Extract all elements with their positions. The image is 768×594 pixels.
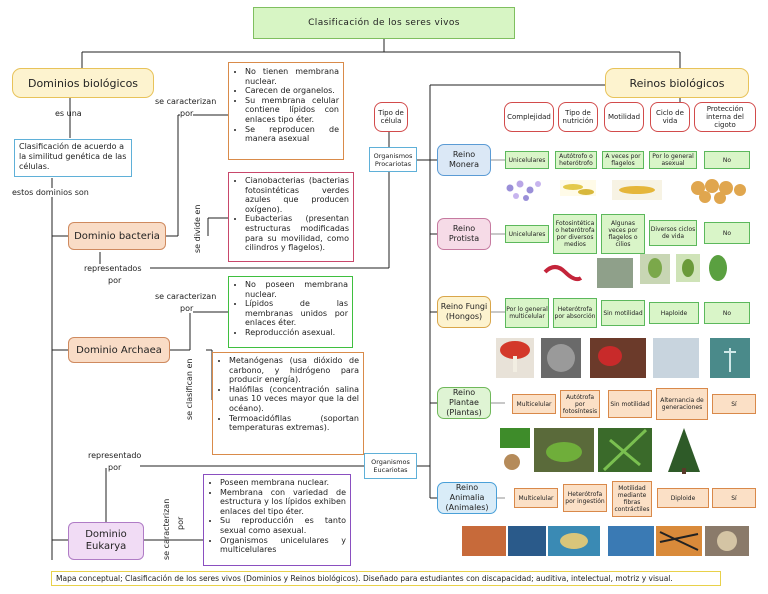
protista-nutricion: Fotosintética o heterótrofa por diversos… [553,214,597,254]
header-proteccion-cigoto: Protección interna del cigoto [694,102,756,132]
archaea-caract-3: Reproducción asexual. [245,328,348,338]
reino-plantae: Reino Plantae (Plantas) [437,387,491,419]
monera-motilidad: A veces por flagelos [602,151,644,169]
archaea-clase-2: Halófilas (concentración salina unas 10 … [229,385,359,414]
archaea-caract-1: No poseen membrana nuclear. [245,280,348,299]
protista-complejidad: Unicelulares [505,225,549,243]
page-title: Clasificación de los seres vivos [253,7,515,39]
bacteria-se-caracterizan: se caracterizan [155,97,217,106]
animalia-proteccion: Sí [712,488,756,508]
reino-protista: Reino Protista [437,218,491,250]
reino-monera: Reino Monera [437,144,491,176]
protista-ciclo: Diversos ciclos de vida [649,220,697,246]
bacteria-caract-4: Se reproducen de manera asexual [245,125,339,144]
estos-dominios-label: estos dominios son [12,188,89,197]
plantae-complejidad: Multicelular [512,394,556,414]
footer-caption: Mapa conceptual; Clasificación de los se… [51,571,721,586]
archaea-por: por [180,304,194,313]
bacteria-caract-2: Carecen de organelos. [245,86,339,96]
bacteria-caract-1: No tienen membrana nuclear. [245,67,339,86]
archaea-clases: Metanógenas (usa dióxido de carbono, y h… [212,352,364,455]
archaea-clase-3: Termoacidófilas (soportan temperaturas e… [229,414,359,433]
header-tipo-nutricion: Tipo de nutrición [558,102,598,132]
representados-por-label: por [108,276,122,285]
monera-complejidad: Unicelulares [505,151,549,169]
eukarya-representado-label: representado [88,451,142,460]
eukarya-caract-3: Su reproducción es tanto sexual como ase… [220,516,346,535]
eukarya-caract-2: Membrana con variedad de estructura y lo… [220,488,346,517]
eukarya-caracteristicas: Poseen membrana nuclear. Membrana con va… [203,474,351,566]
eukarya-caract-4: Organismos unicelulares y multicelulares [220,536,346,555]
dominios-header: Dominios biológicos [12,68,154,98]
protista-motilidad: Algunas veces por flagelos o cilios [601,214,645,254]
bacteria-caracteristicas: No tienen membrana nuclear. Carecen de o… [228,62,344,160]
animalia-ciclo: Diploide [657,488,709,508]
se-clasifican-en-label: se clasifican en [185,358,194,421]
plantae-motilidad: Sin motilidad [608,390,652,418]
tipo-celula-header: Tipo de célula [374,102,408,132]
bacteria-divisiones: Cianobacterias (bacterias fotosintéticas… [228,172,354,262]
archaea-se-caracterizan: se caracterizan [155,292,217,301]
bacteria-caract-3: Su membrana celular contiene lípidos con… [245,96,339,125]
header-complejidad: Complejidad [504,102,554,132]
eukarya-por2: por [176,516,185,530]
bacteria-division-1: Cianobacterias (bacterias fotosintéticas… [245,176,349,214]
reinos-header: Reinos biológicos [605,68,749,98]
representados-label: representados [84,264,142,273]
archaea-clase-1: Metanógenas (usa dióxido de carbono, y h… [229,356,359,385]
definicion-box: Clasificación de acuerdo a la similitud … [14,139,132,177]
eukarya-caract-1: Poseen membrana nuclear. [220,478,346,488]
organismos-procariotas: Organismos Procariotas [369,147,417,172]
se-divide-en-label: se divide en [193,204,202,253]
animalia-nutricion: Heterótrofa por ingestión [563,484,607,512]
fungi-complejidad: Por lo general multicelular [505,298,549,328]
plantae-ciclo: Alternancia de generaciones [656,388,708,420]
animalia-motilidad: Motilidad mediante fibras contráctiles [612,481,652,517]
animalia-complejidad: Multicelular [514,488,558,508]
bacteria-division-2: Eubacterias (presentan estructuras modif… [245,214,349,252]
archaea-caract-2: Lípidos de las membranas unidos por enla… [245,299,348,328]
dominio-eukarya: Dominio Eukarya [68,522,144,560]
dominio-archaea: Dominio Archaea [68,337,170,363]
fungi-motilidad: Sin motilidad [601,300,645,326]
fungi-ciclo: Haploide [649,302,699,324]
monera-proteccion: No [704,151,750,169]
plantae-proteccion: Sí [712,394,756,414]
header-ciclo-vida: Ciclo de vida [650,102,690,132]
eukarya-se-caracterizan: se caracterizan [162,498,171,560]
reino-animalia: Reino Animalia (Animales) [437,482,497,514]
organismos-eucariotas: Organismos Eucariotas [364,453,417,479]
plantae-nutricion: Autótrofa por fotosíntesis [560,390,600,418]
monera-nutricion: Autótrofo o heterótrofo [555,151,597,169]
header-motilidad: Motilidad [604,102,644,132]
protista-proteccion: No [704,222,750,244]
fungi-nutricion: Heterótrofa por absorción [553,298,597,328]
archaea-caracteristicas: No poseen membrana nuclear. Lípidos de l… [228,276,353,348]
reino-fungi: Reino Fungi (Hongos) [437,296,491,328]
eukarya-por-label: por [108,463,122,472]
dominio-eukarya-label: Dominio Eukarya [85,529,127,552]
bacteria-por: por [180,109,194,118]
fungi-proteccion: No [704,302,750,324]
monera-ciclo: Por lo general asexual [649,151,697,169]
dominio-bacteria: Dominio bacteria [68,222,166,250]
es-una-label: es una [55,109,82,118]
